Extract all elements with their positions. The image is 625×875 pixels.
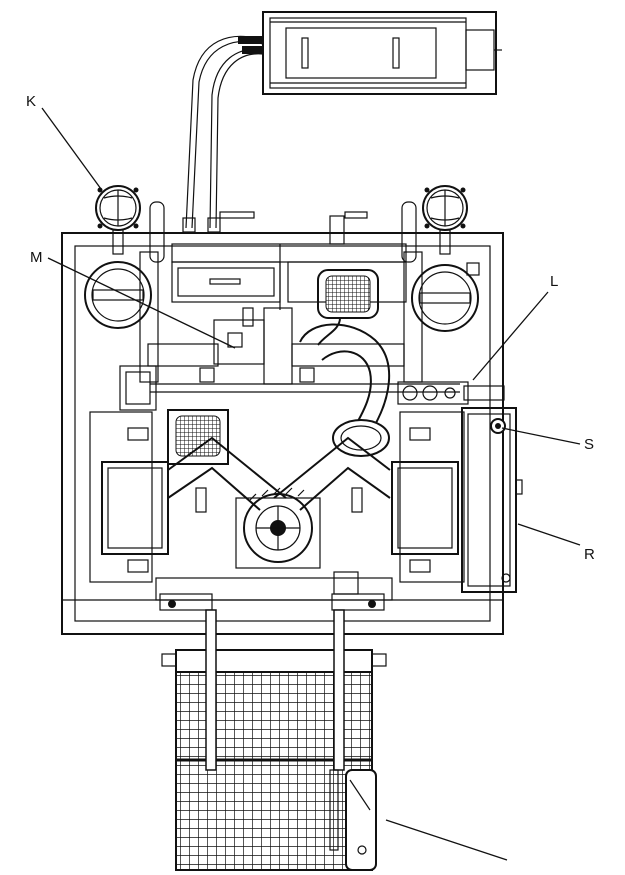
center-block xyxy=(147,307,460,393)
support-struts xyxy=(205,609,345,771)
left-valve xyxy=(84,185,165,329)
label-r: R xyxy=(584,546,595,563)
l-component xyxy=(397,381,505,405)
right-side-panel xyxy=(391,411,465,583)
left-small-box xyxy=(119,365,229,465)
left-side-panel xyxy=(89,411,169,583)
exhaust-manifold xyxy=(167,436,391,513)
air-filter-top xyxy=(317,269,379,319)
leader-lines xyxy=(41,107,581,861)
label-s: S xyxy=(584,436,594,453)
label-m: M xyxy=(30,249,43,266)
control-hoses xyxy=(182,35,264,233)
label-l: L xyxy=(550,273,558,290)
right-valve xyxy=(401,185,480,332)
label-k: K xyxy=(26,93,36,110)
flywheel xyxy=(235,487,321,569)
base-rail xyxy=(155,571,393,611)
coolant-tank xyxy=(329,769,377,871)
vertical-pipes xyxy=(139,251,423,383)
top-panels xyxy=(171,211,407,310)
control-box xyxy=(262,11,502,95)
intake-pipe xyxy=(299,317,391,457)
side-housing xyxy=(461,407,523,593)
